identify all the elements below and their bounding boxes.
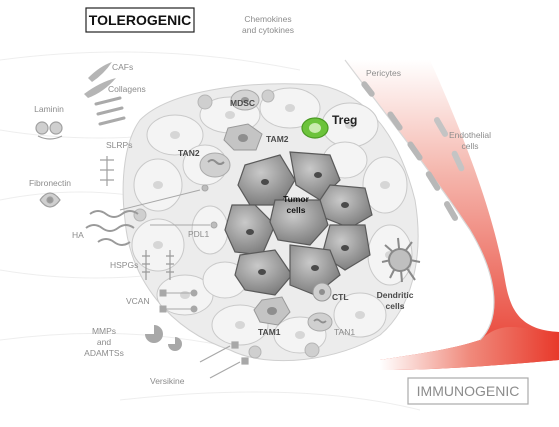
label-tan1: TAN1 <box>334 327 355 337</box>
label-endothelial-1: Endothelial <box>449 130 491 140</box>
dendritic-cell <box>381 237 421 283</box>
label-tam1: TAM1 <box>258 327 281 337</box>
vcan-icons <box>159 289 198 313</box>
label-versikine: Versikine <box>150 376 185 386</box>
label-ctl: CTL <box>332 292 349 302</box>
mdsc-cell <box>230 89 260 111</box>
mmps-icons <box>145 325 182 351</box>
treg-cell <box>301 117 329 139</box>
label-tan2: TAN2 <box>178 148 200 158</box>
label-mmps-2: and <box>97 337 111 347</box>
tam2-cell <box>223 123 263 151</box>
fibronectin-icons <box>39 192 61 208</box>
label-chemokines-2: and cytokines <box>242 25 294 35</box>
slrps-icons <box>100 156 114 186</box>
tan2-cell <box>199 152 231 178</box>
cafs-icons <box>84 62 116 98</box>
label-endothelial-2: cells <box>461 141 478 151</box>
tam1-cell <box>253 296 291 326</box>
label-mmps-3: ADAMTSs <box>84 348 124 358</box>
ctl-cell <box>312 282 332 302</box>
pdl1-chains <box>119 184 218 229</box>
blood-vessel <box>344 59 559 370</box>
label-collagens: Collagens <box>108 84 146 94</box>
label-vcan: VCAN <box>126 296 150 306</box>
immunogenic-title: IMMUNOGENIC <box>417 383 520 399</box>
label-pdl1: PDL1 <box>188 229 210 239</box>
label-cafs: CAFs <box>112 62 133 72</box>
labels: CAFs Collagens Laminin SLRPs Fibronectin… <box>29 14 491 386</box>
ha-icons <box>85 210 139 246</box>
immunogenic-box: IMMUNOGENIC <box>407 377 529 405</box>
hspgs-icons <box>142 250 174 280</box>
tolerogenic-box: TOLEROGENIC <box>85 7 195 33</box>
label-dendritic-2: cells <box>386 301 405 311</box>
versikine-icons <box>199 341 249 379</box>
label-fibronectin: Fibronectin <box>29 178 71 188</box>
background-lines <box>0 51 421 411</box>
label-dendritic-1: Dendritic <box>377 290 414 300</box>
label-tam2: TAM2 <box>266 134 289 144</box>
label-pericytes: Pericytes <box>366 68 401 78</box>
label-ha: HA <box>72 230 84 240</box>
label-treg: Treg <box>332 113 357 127</box>
label-mmps-1: MMPs <box>92 326 116 336</box>
tumor-nuclei <box>246 172 349 275</box>
label-laminin: Laminin <box>34 104 64 114</box>
label-mdsc: MDSC <box>230 98 255 108</box>
label-hspgs: HSPGs <box>110 260 138 270</box>
laminin-icons <box>35 121 63 140</box>
tolerogenic-title: TOLEROGENIC <box>89 12 191 28</box>
collagens-icons <box>94 96 126 126</box>
label-chemokines-1: Chemokines <box>244 14 291 24</box>
tan1-cell <box>307 312 333 332</box>
label-tumor-2: cells <box>287 205 306 215</box>
label-tumor-1: Tumor <box>283 194 310 204</box>
label-slrps: SLRPs <box>106 140 132 150</box>
